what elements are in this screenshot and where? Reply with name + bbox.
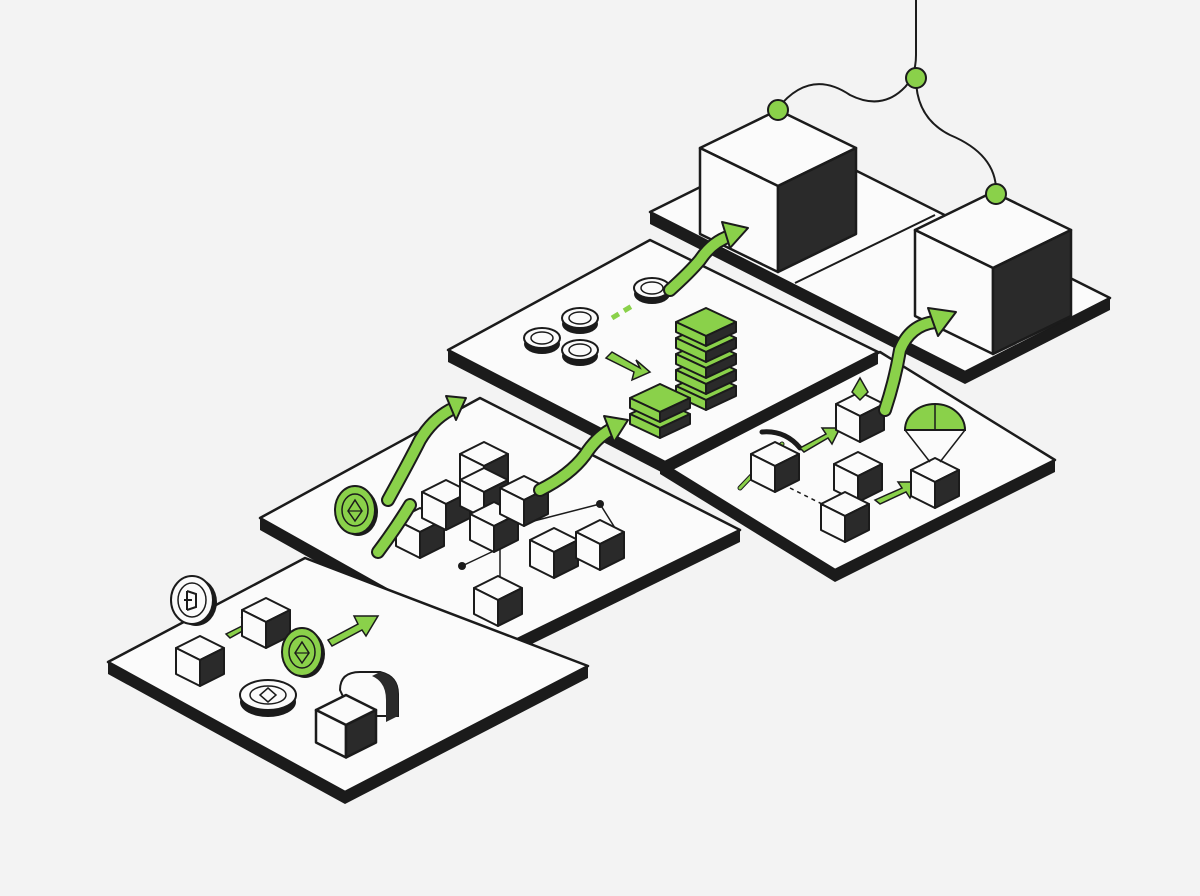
- arrow-icon: [604, 351, 652, 382]
- parachute-icon: [903, 403, 967, 463]
- token-coin-icon: [170, 575, 217, 626]
- connection-node: [767, 99, 789, 121]
- platform-1: [106, 556, 590, 804]
- platform-3: [446, 221, 880, 474]
- growth-arrow: [373, 500, 415, 557]
- ethereum-icon: [851, 376, 869, 402]
- growth-arrow: [665, 231, 735, 295]
- growth-arrow: [383, 405, 455, 505]
- arrow-icon: [798, 427, 842, 453]
- coin: [561, 339, 599, 367]
- cube: [820, 491, 870, 543]
- arrow-icon: [326, 615, 380, 647]
- coin: [523, 327, 561, 355]
- parachute-cube: [910, 457, 960, 509]
- connection-node: [985, 183, 1007, 205]
- platform-5: [648, 108, 1112, 384]
- growth-arrow: [535, 425, 615, 495]
- dashed-flow: [610, 303, 634, 321]
- platform-4: [658, 307, 1057, 582]
- cube: [314, 693, 378, 759]
- growth-arrow: [880, 317, 940, 415]
- ethereum-coin-flat: [239, 679, 297, 717]
- cube: [750, 441, 800, 493]
- cube: [175, 635, 225, 687]
- connection-node: [905, 67, 927, 89]
- cube: [241, 597, 291, 649]
- coin: [561, 307, 599, 335]
